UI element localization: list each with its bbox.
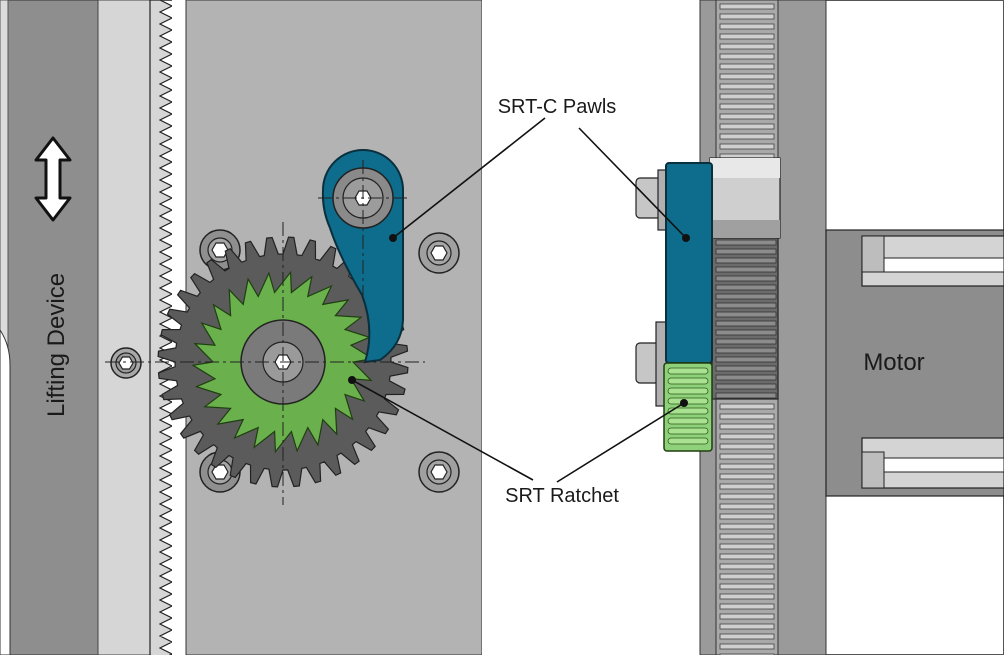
pinion-tooth: [667, 427, 709, 435]
side-rack-tooth: [719, 583, 775, 590]
side-rack-tooth: [719, 83, 775, 90]
side-gear-tooth: [715, 338, 777, 345]
lifting-device-notch: [0, 329, 11, 655]
side-gear-lines: [715, 239, 777, 399]
center-lines: [105, 160, 425, 505]
side-rack-tooth: [719, 593, 775, 600]
srt-c-pawl-side: [665, 162, 713, 364]
side-hub-shade-bottom: [710, 220, 780, 238]
side-gear-tooth: [715, 293, 777, 300]
side-gear-tooth: [715, 248, 777, 255]
hex-socket-bolt-icon: [861, 451, 885, 489]
side-rack-tooth: [719, 123, 775, 130]
side-rack-tooth: [719, 513, 775, 520]
side-rack-tooth: [719, 93, 775, 100]
motor-label: Motor: [863, 349, 924, 376]
pinion-tooth: [667, 407, 709, 415]
side-rack-tooth: [719, 533, 775, 540]
rack-teeth: [149, 0, 174, 655]
pinion-tooth: [667, 397, 709, 405]
side-rack-tooth: [719, 463, 775, 470]
side-rack-tooth: [719, 443, 775, 450]
side-rack-tooth: [719, 13, 775, 20]
pinion-tooth: [667, 437, 709, 445]
lifting-device-edge: [0, 0, 9, 655]
side-gear-tooth: [715, 257, 777, 264]
side-rack-tooth: [719, 143, 775, 150]
side-rack-tooth: [719, 33, 775, 40]
pinion-tooth: [667, 377, 709, 385]
side-rack-tooth: [719, 23, 775, 30]
side-gear-tooth: [715, 356, 777, 363]
side-rack-tooth: [719, 73, 775, 80]
side-rack-tooth: [719, 493, 775, 500]
side-gear-tooth: [715, 302, 777, 309]
hex-socket-bolt-icon: [110, 347, 142, 379]
side-gear-tooth: [715, 239, 777, 246]
side-rack-tooth: [719, 113, 775, 120]
side-frame-right: [777, 0, 827, 655]
side-gear-tooth: [715, 329, 777, 336]
side-rack-tooth: [719, 563, 775, 570]
pinion-tooth: [667, 417, 709, 425]
callout-dots: [348, 234, 690, 407]
side-rack-tooth: [719, 63, 775, 70]
side-rack-tooth: [719, 623, 775, 630]
side-rack-tooth: [719, 433, 775, 440]
side-gear-tooth: [715, 284, 777, 291]
side-gear-tooth: [715, 392, 777, 399]
side-rack-tooth: [719, 603, 775, 610]
hex-socket-bolt-icon: [418, 451, 460, 493]
side-rack-tooth: [719, 473, 775, 480]
side-rack-tooth: [719, 43, 775, 50]
hex-socket-bolt-icon: [418, 232, 460, 274]
side-gear-tooth: [715, 365, 777, 372]
side-rack-tooth: [719, 613, 775, 620]
side-rack-tooth: [719, 423, 775, 430]
side-gear-tooth: [715, 266, 777, 273]
side-rack-tooth: [719, 103, 775, 110]
rack-gap: [172, 0, 186, 655]
side-gear-tooth: [715, 383, 777, 390]
side-rack-tooth: [719, 543, 775, 550]
lifting-device-column: [7, 0, 99, 655]
side-rack-tooth: [719, 503, 775, 510]
side-rack-tooth: [719, 483, 775, 490]
side-gear-tooth: [715, 275, 777, 282]
side-rack-tooth: [719, 643, 775, 650]
pinion-lines: [667, 367, 709, 445]
side-rack-tooth: [719, 523, 775, 530]
hex-socket-bolt-icon: [861, 235, 885, 273]
srt-ratchet-label: SRT Ratchet: [505, 485, 619, 507]
side-rack-tooth: [719, 413, 775, 420]
side-rack-tooth: [719, 3, 775, 10]
side-gear-tooth: [715, 320, 777, 327]
side-rack-tooth: [719, 633, 775, 640]
side-gear-tooth: [715, 347, 777, 354]
side-rack-tooth: [719, 453, 775, 460]
side-gear-tooth: [715, 311, 777, 318]
motor-inner-bottom: [881, 457, 1004, 473]
motor-inner-top: [881, 257, 1004, 273]
side-rack-tooth: [719, 133, 775, 140]
pinion-tooth: [667, 367, 709, 375]
side-rack-tooth: [719, 53, 775, 60]
double-arrow-vertical-icon: [34, 136, 72, 222]
side-rack-tooth: [719, 573, 775, 580]
lifting-device-label: Lifting Device: [43, 273, 70, 417]
side-rack-tooth: [719, 403, 775, 410]
callout-leaders: [351, 117, 687, 483]
side-rack-tooth: [719, 553, 775, 560]
pinion-tooth: [667, 387, 709, 395]
side-hub-shade: [710, 158, 780, 178]
side-gear-tooth: [715, 374, 777, 381]
srt-c-pawls-label: SRT-C Pawls: [498, 96, 617, 118]
